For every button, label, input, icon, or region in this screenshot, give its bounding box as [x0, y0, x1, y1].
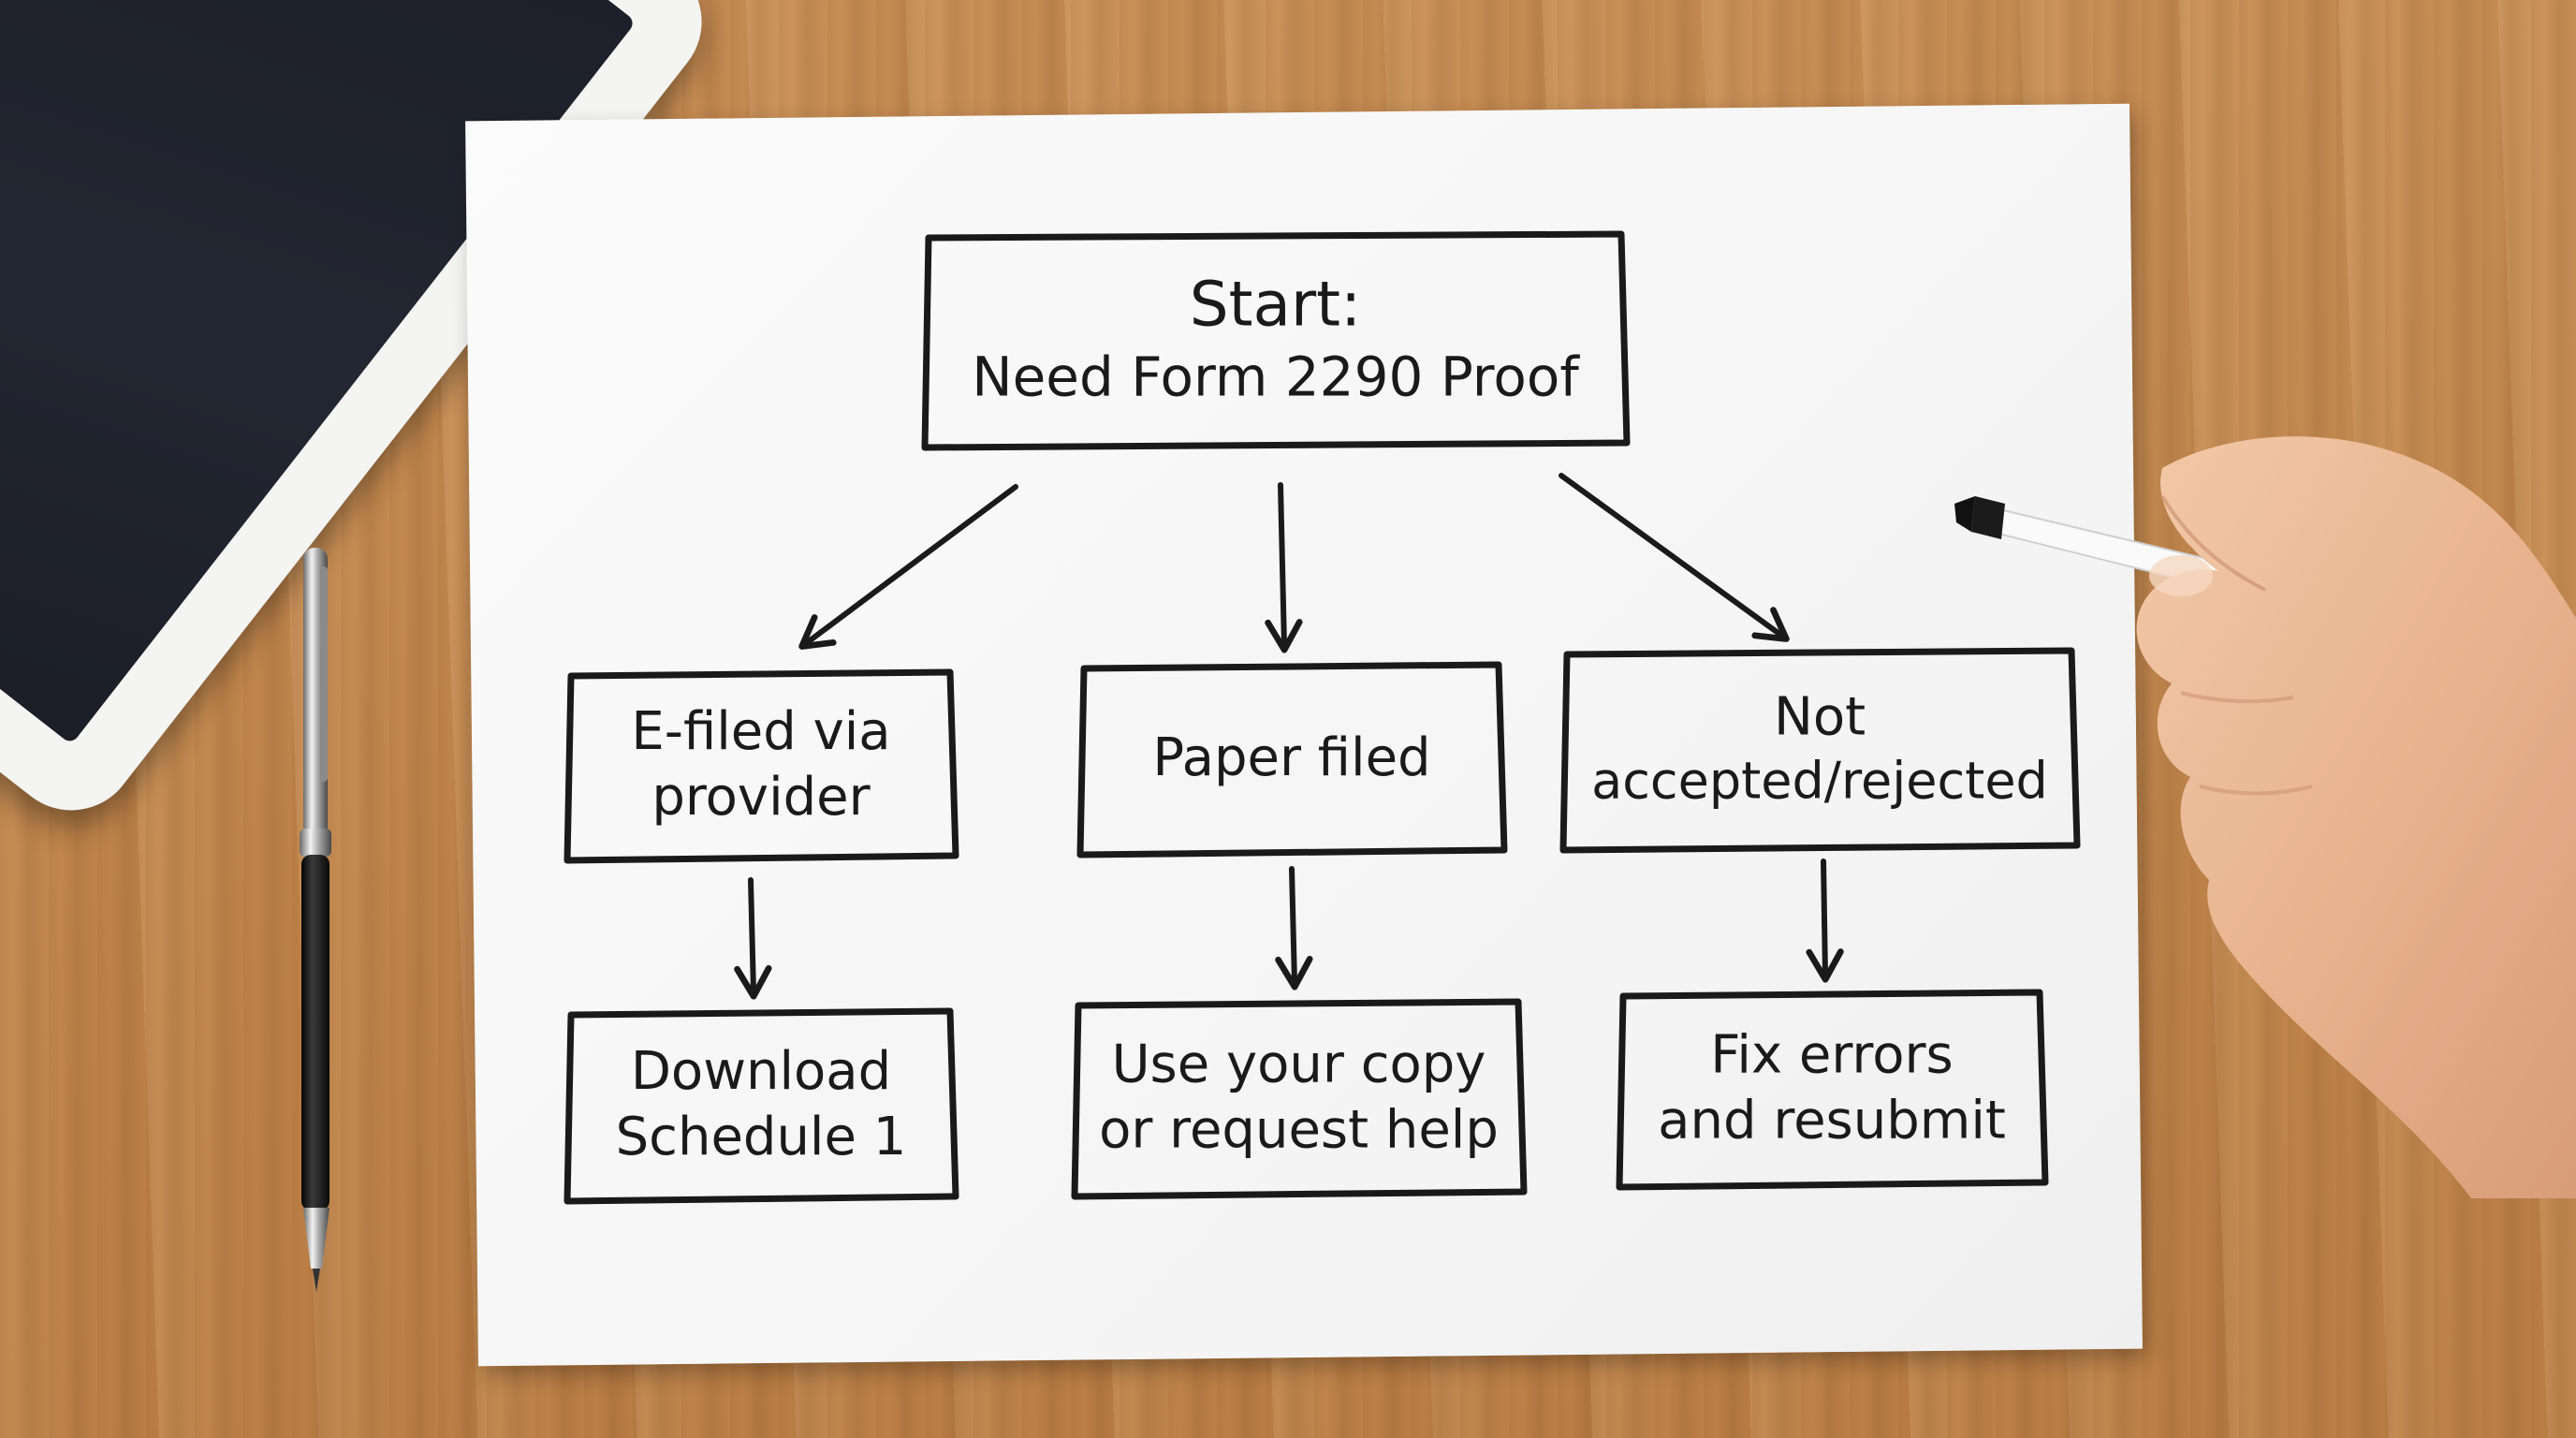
- node-label-fix: and resubmit: [1658, 1091, 2006, 1152]
- node-box-download: [564, 1007, 959, 1205]
- hand-with-marker: [1954, 436, 2576, 1198]
- node-label-efiled: E-filed via: [631, 701, 890, 762]
- node-label-fix: Fix errors: [1710, 1025, 1953, 1086]
- node-label-rejected: accepted/rejected: [1591, 752, 2048, 811]
- edge-start-rejected: [1559, 473, 1790, 642]
- node-start: Start:Need Form 2290 Proof: [921, 230, 1631, 451]
- ballpoint-pen: [300, 548, 331, 1292]
- node-box-start: [921, 230, 1631, 451]
- node-label-start: Start:: [1190, 269, 1361, 341]
- flowchart-edges: [734, 473, 1844, 1000]
- node-label-efiled: provider: [651, 767, 871, 828]
- node-box-rejected: [1559, 647, 2081, 854]
- edge-paper-copy: [1275, 866, 1313, 990]
- node-box-fix: [1616, 989, 2049, 1191]
- node-label-download: Schedule 1: [616, 1107, 907, 1167]
- edge-rejected-fix: [1806, 858, 1844, 983]
- edge-start-efiled: [798, 484, 1018, 650]
- node-label-start: Need Form 2290 Proof: [972, 345, 1580, 409]
- node-label-paper: Paper filed: [1152, 727, 1430, 788]
- node-label-copy: or request help: [1099, 1100, 1499, 1161]
- node-label-copy: Use your copy: [1112, 1034, 1486, 1095]
- node-box-paper: [1076, 661, 1508, 858]
- node-box-copy: [1071, 998, 1528, 1200]
- node-label-rejected: Not: [1774, 686, 1866, 747]
- node-box-efiled: [564, 668, 959, 864]
- edge-start-paper: [1265, 482, 1303, 653]
- node-label-download: Download: [631, 1041, 891, 1102]
- node-paper: Paper filed: [1076, 661, 1508, 858]
- edge-efiled-download: [734, 877, 772, 1000]
